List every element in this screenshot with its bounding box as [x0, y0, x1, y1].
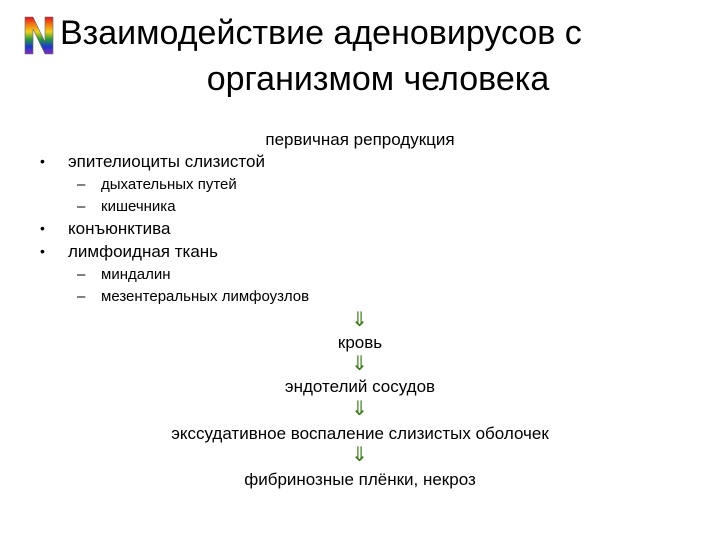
bullet-icon: •	[40, 220, 45, 236]
flow-step: фибринозные плёнки, некроз	[244, 470, 476, 489]
down-arrow-icon: ⇓	[351, 396, 368, 420]
list-item: эпителиоциты слизистой	[68, 152, 265, 171]
dash-icon: –	[77, 266, 86, 283]
slide-title-line2: организмом человека	[206, 60, 550, 98]
down-arrow-icon: ⇓	[351, 307, 368, 331]
bullet-icon: •	[40, 153, 45, 169]
dash-icon: –	[77, 198, 86, 215]
primary-reproduction-label: первичная репродукция	[265, 130, 455, 149]
sub-list-item: мезентеральных лимфоузлов	[101, 288, 310, 305]
list-item: лимфоидная ткань	[68, 242, 219, 261]
bullet-icon: •	[40, 243, 45, 259]
down-arrow-icon: ⇓	[351, 351, 368, 375]
slide-title: Взаимодействие аденовирусов с организмом…	[58, 10, 698, 102]
slide-title-line1: Взаимодействие аденовирусов с	[60, 14, 582, 52]
dash-icon: –	[77, 288, 86, 305]
dash-icon: –	[77, 176, 86, 193]
down-arrow-icon: ⇓	[351, 442, 368, 466]
sub-list-item: кишечника	[101, 198, 176, 215]
sub-list-item: миндалин	[101, 266, 171, 283]
flow-step: кровь	[337, 333, 383, 352]
sub-list-item: дыхательных путей	[101, 176, 237, 193]
list-item: конъюнктива	[68, 219, 171, 238]
rainbow-n-logo-icon	[24, 16, 54, 55]
flow-step: экссудативное воспаление слизистых оболо…	[171, 424, 549, 443]
flow-step: эндотелий сосудов	[284, 377, 436, 396]
